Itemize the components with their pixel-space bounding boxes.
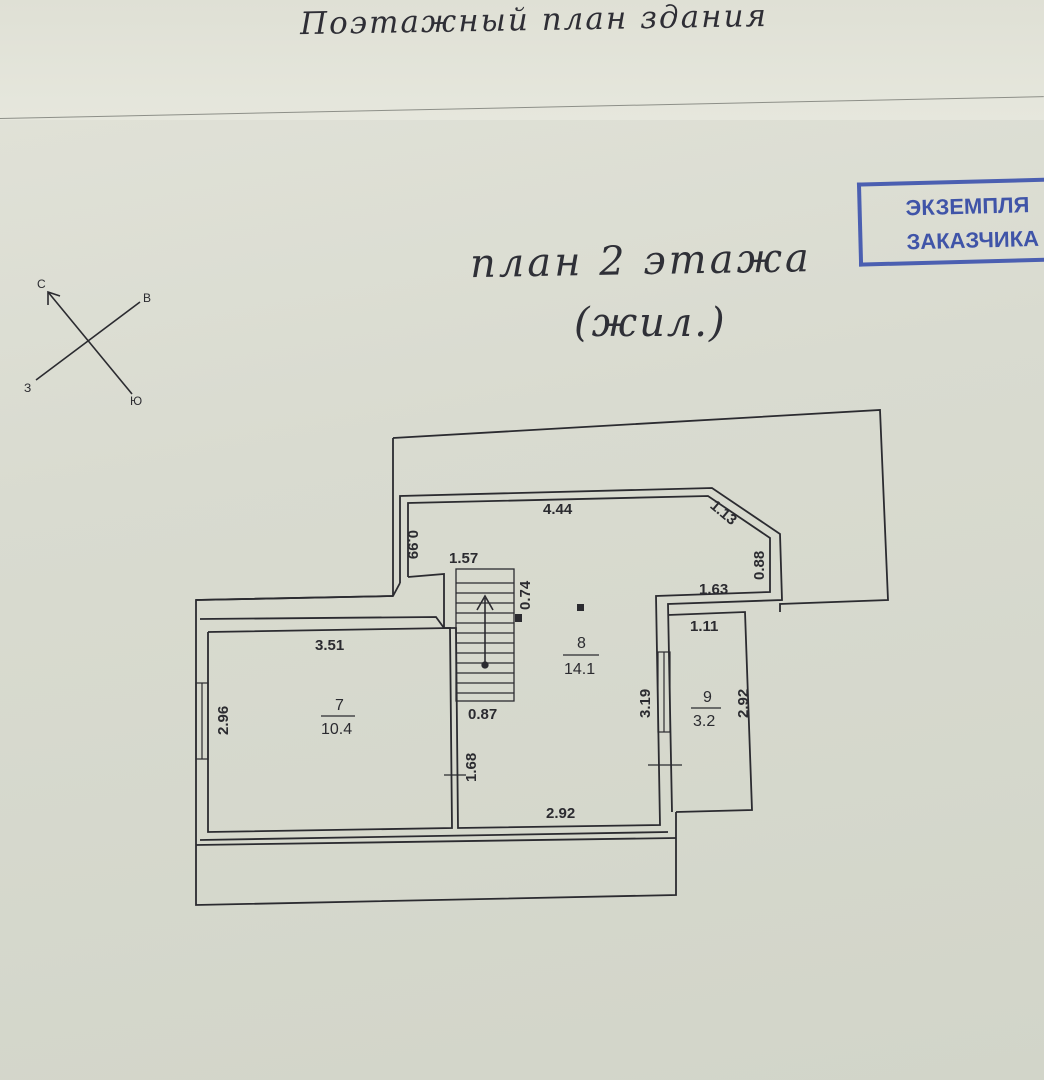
dim-3-19: 3.19 [637, 689, 654, 718]
room8-area: 14.1 [564, 661, 595, 678]
ceiling-marker [577, 604, 584, 611]
dim-2-92-room9: 2.92 [735, 689, 752, 718]
compass-south-label: Ю [130, 394, 142, 408]
compass-west-label: З [24, 381, 31, 395]
dim-4-44: 4.44 [543, 501, 573, 518]
dim-3-51: 3.51 [315, 637, 344, 654]
room8-outer-wall [399, 487, 783, 813]
compass-north-label: С [37, 277, 46, 291]
compass-west-east-line [35, 301, 141, 381]
bottom-band-inner-line [199, 831, 669, 841]
dim-1-63: 1.63 [699, 581, 728, 598]
staircase-outline [455, 568, 515, 702]
room9-area: 3.2 [693, 713, 715, 730]
compass [35, 290, 141, 395]
outer-upper-outline [392, 409, 889, 612]
room7-number: 7 [335, 697, 344, 714]
room9-number: 9 [703, 689, 712, 706]
plan-subtitle: (жил.) [574, 300, 727, 346]
dim-1-13: 1.13 [707, 497, 740, 529]
dim-0-88: 0.88 [751, 551, 768, 580]
dim-0-99: 0.99 [404, 530, 421, 559]
dim-0-74: 0.74 [517, 580, 534, 610]
left-block-inner-top [199, 616, 445, 629]
room7-wall [207, 627, 453, 833]
dim-1-68: 1.68 [463, 753, 480, 782]
room7-area: 10.4 [321, 721, 352, 738]
stair-arrow-icon [476, 594, 494, 611]
staircase [455, 568, 515, 702]
dim-2-92-room8: 2.92 [546, 805, 575, 822]
compass-north-south-line [47, 291, 133, 395]
compass-east-label: В [143, 291, 151, 305]
left-block-top [195, 582, 401, 601]
outer-lower-outline [195, 595, 677, 906]
dim-2-96: 2.96 [215, 706, 232, 735]
bottom-band-line [195, 837, 677, 846]
room8-number: 8 [577, 635, 586, 652]
room9-wall [667, 611, 753, 813]
dim-0-87: 0.87 [468, 706, 497, 723]
dim-1-57: 1.57 [449, 550, 478, 567]
stair-start-dot [481, 661, 489, 669]
column-marker [515, 614, 522, 622]
compass-arrow-icon [47, 290, 61, 305]
dim-1-11: 1.11 [690, 618, 718, 635]
